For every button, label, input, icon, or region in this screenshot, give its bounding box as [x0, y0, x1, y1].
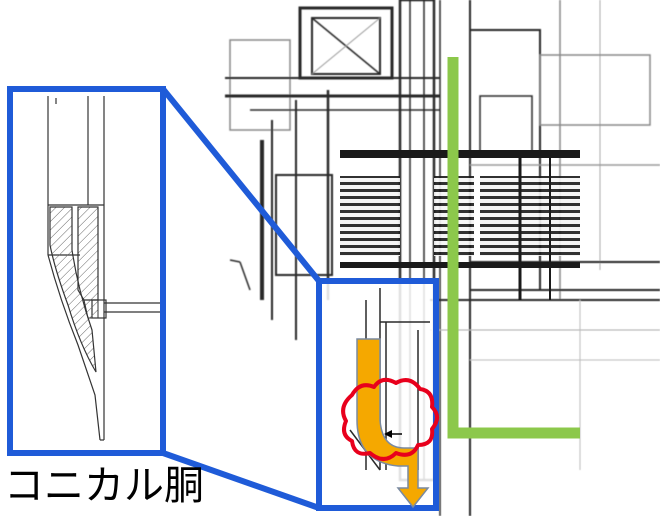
- down-arrow-icon: [356, 338, 430, 509]
- tube-bundle: [340, 150, 580, 300]
- cloud-callout-icon: [341, 377, 439, 461]
- machine-drawing: [225, 0, 660, 516]
- caption-label: コニカル胴: [4, 463, 204, 509]
- pipe-line: [447, 57, 580, 439]
- zoom-connector: [160, 87, 322, 511]
- inset-detail: [7, 86, 166, 456]
- highlight-box: [316, 278, 439, 511]
